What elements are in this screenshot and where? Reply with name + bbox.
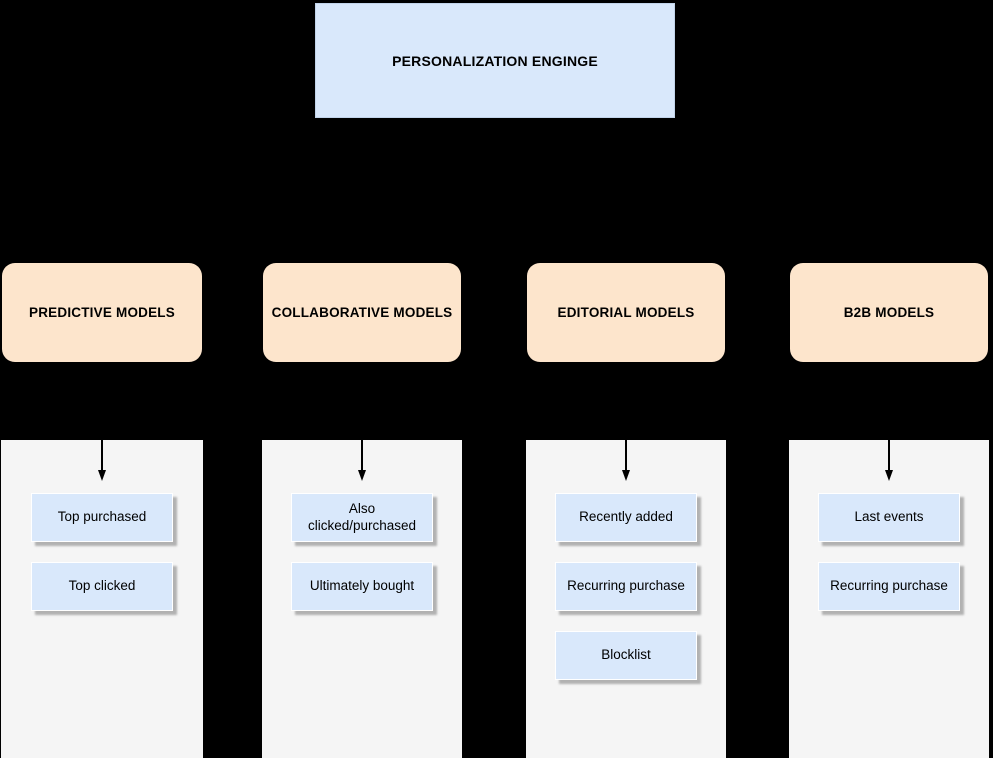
model-item-label: Blocklist <box>601 647 651 663</box>
model-item: Recurring purchase <box>818 562 960 611</box>
model-item: Last events <box>818 493 960 542</box>
model-item-label: Last events <box>854 509 924 525</box>
model-item-label: Top clicked <box>68 578 136 594</box>
model-item-label: Recently added <box>579 509 673 525</box>
arrow-down-connector <box>885 440 893 481</box>
model-item-label: Recurring purchase <box>830 578 948 594</box>
arrow-line <box>361 440 363 471</box>
model-item-label: Top purchased <box>57 509 147 525</box>
arrow-line <box>625 440 627 471</box>
model-item: Ultimately bought <box>291 562 433 611</box>
branch-collaborative: COLLABORATIVE MODELS Also clicked/purcha… <box>262 263 462 758</box>
branch-header-label: B2B MODELS <box>843 305 935 320</box>
branch-header-editorial: EDITORIAL MODELS <box>527 263 725 362</box>
arrow-head-icon <box>622 470 630 481</box>
model-item: Also clicked/purchased <box>291 493 433 542</box>
root-node-label: PERSONALIZATION ENGINGE <box>392 52 598 69</box>
model-item: Top clicked <box>31 562 173 611</box>
model-item-label: Recurring purchase <box>567 578 685 594</box>
arrow-head-icon <box>98 470 106 481</box>
branch-header-label: PREDICTIVE MODELS <box>29 305 175 320</box>
branch-header-b2b: B2B MODELS <box>790 263 988 362</box>
model-item: Blocklist <box>555 631 697 680</box>
branch-header-predictive: PREDICTIVE MODELS <box>2 263 202 362</box>
arrow-down-connector <box>98 440 106 481</box>
arrow-down-connector <box>622 440 630 481</box>
arrow-head-icon <box>885 470 893 481</box>
arrow-down-connector <box>358 440 366 481</box>
branch-header-label: COLLABORATIVE MODELS <box>271 305 453 320</box>
root-node: PERSONALIZATION ENGINGE <box>315 3 675 118</box>
model-item: Recently added <box>555 493 697 542</box>
arrow-line <box>888 440 890 471</box>
branch-header-label: EDITORIAL MODELS <box>557 305 695 320</box>
arrow-head-icon <box>358 470 366 481</box>
arrow-line <box>101 440 103 471</box>
model-item: Top purchased <box>31 493 173 542</box>
model-item-label: Ultimately bought <box>309 578 415 594</box>
model-item: Recurring purchase <box>555 562 697 611</box>
model-item-label: Also clicked/purchased <box>307 500 417 533</box>
branch-header-collaborative: COLLABORATIVE MODELS <box>263 263 461 362</box>
